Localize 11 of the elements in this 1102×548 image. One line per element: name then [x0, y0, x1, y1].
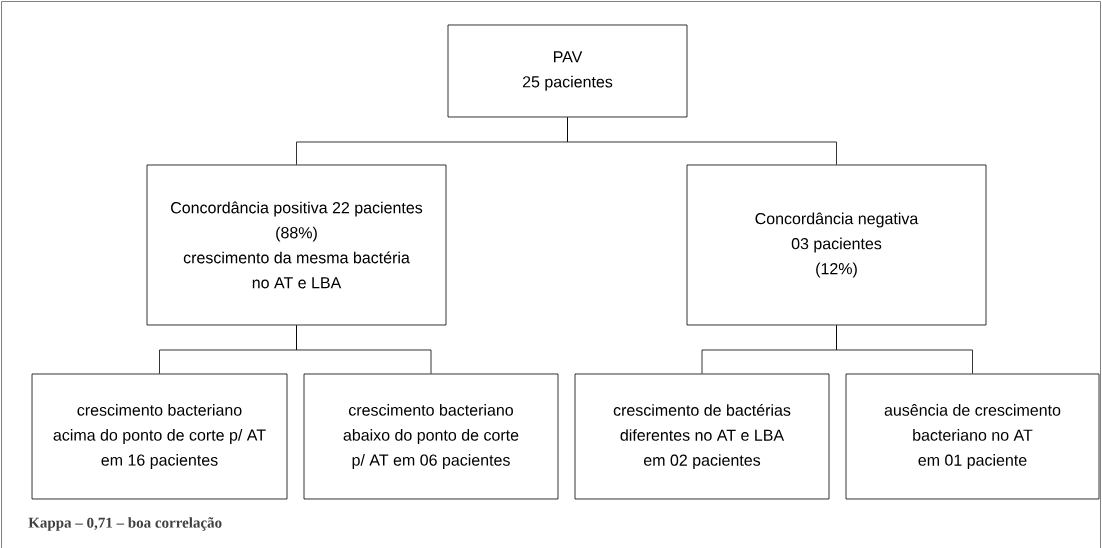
connector	[836, 325, 973, 374]
text-box: ausência de crescimento bacteriano no AT em 01 paciente	[845, 373, 1100, 500]
connector	[567, 117, 837, 165]
connector	[296, 325, 432, 374]
text-box: crescimento bacteriano abaixo do ponto de corte p/ AT em 06 pacientes	[303, 373, 559, 500]
text-box: crescimento bacteriano acima do ponto de corte p/ AT em 16 pacientes	[31, 373, 288, 500]
text-box: Concordância positiva 22 pacientes (88%) crescimento da mesma bactéria no AT e LBA	[146, 164, 447, 326]
text-box: crescimento de bactérias diferentes no AT e LBA em 02 pacientes	[574, 373, 830, 500]
text-box: PAV 25 pacientes	[447, 24, 688, 118]
text-box: Concordância negativa 03 pacientes (12%)	[686, 164, 987, 326]
caption: Kappa – 0,71 – boa correlação	[28, 517, 222, 531]
